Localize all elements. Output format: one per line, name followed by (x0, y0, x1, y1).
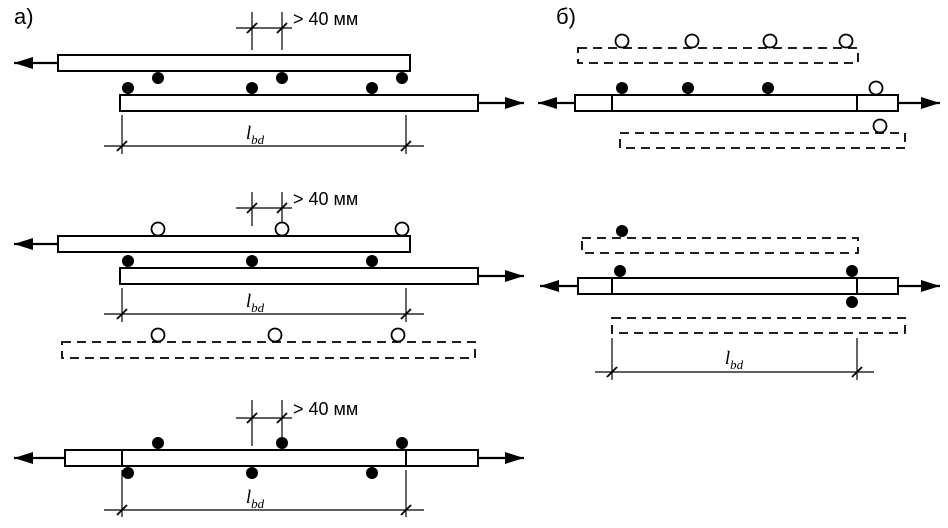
cross-bar-circle (150, 221, 166, 237)
cross-bar-circle (394, 221, 410, 237)
figure-a1-lap-splice: > 40 мм lbd (14, 9, 524, 154)
dimension-tick (116, 308, 128, 320)
cross-bar-dot (246, 82, 258, 94)
figure-b2-mesh-splice: lbd (540, 225, 940, 380)
rebar-bottom (119, 267, 479, 285)
dimension-offset-40mm: > 40 мм (236, 189, 358, 226)
lap-length-subscript: bd (251, 132, 265, 147)
cross-bar-circle (390, 327, 406, 343)
dimension-lap-length: lbd (104, 470, 424, 517)
cross-bar-circle (872, 118, 888, 134)
dimension-tick (246, 202, 258, 214)
offset-dimension-label: > 40 мм (293, 9, 358, 29)
lap-length-subscript: bd (251, 300, 265, 315)
mesh-outline-dashed (619, 132, 906, 149)
cross-bar-circle (684, 33, 700, 49)
cross-bar-dot (276, 72, 288, 84)
lap-length-subscript: bd (251, 496, 265, 511)
cross-bar-circle (838, 33, 854, 49)
cross-bar-dot (276, 437, 288, 449)
lap-length-label: lbd (725, 348, 744, 372)
cross-bar-dot (122, 82, 134, 94)
mesh-outline-dashed (61, 341, 476, 359)
cross-bar-dot (846, 265, 858, 277)
dimension-tick (276, 412, 288, 424)
cross-bar-dot (152, 437, 164, 449)
panel-a-label: а) (14, 4, 34, 29)
rebar-bottom (119, 94, 479, 112)
cross-bar-dot (366, 467, 378, 479)
lap-length-symbol: l (246, 487, 251, 508)
cross-bar-circle (267, 327, 283, 343)
figure-a3-lap-splice: > 40 мм lbd (14, 399, 524, 517)
rebar-top (57, 235, 411, 253)
cross-bar-circle (762, 33, 778, 49)
panel-b-label: б) (556, 4, 576, 29)
dimension-tick (116, 140, 128, 152)
lap-length-symbol: l (725, 348, 730, 369)
offset-dimension-label: > 40 мм (293, 399, 358, 419)
cross-bar-dot (846, 296, 858, 308)
cross-bar-dot (366, 255, 378, 267)
cross-bar-dot (122, 255, 134, 267)
dimension-tick (400, 140, 412, 152)
dimension-tick (276, 22, 288, 34)
dimension-tick (606, 366, 618, 378)
cross-bar-dot (246, 255, 258, 267)
mesh-outline-dashed (577, 47, 859, 64)
dimension-lap-length: lbd (104, 288, 424, 322)
cross-bar-dot (396, 437, 408, 449)
lap-length-symbol: l (246, 291, 251, 312)
dimension-lap-length: lbd (104, 115, 424, 154)
dimension-tick (851, 366, 863, 378)
cross-bar-dot (246, 467, 258, 479)
cross-bar-dot (152, 72, 164, 84)
rebar-strip (574, 94, 899, 112)
cross-bar-circle (868, 80, 884, 96)
cross-bar-dot (614, 265, 626, 277)
dimension-lap-length: lbd (595, 338, 874, 380)
cross-bar-dot (396, 72, 408, 84)
cross-bar-dot (616, 82, 628, 94)
cross-bar-circle (150, 327, 166, 343)
lap-length-symbol: l (246, 123, 251, 144)
cross-bar-dot (366, 82, 378, 94)
offset-dimension-label: > 40 мм (293, 189, 358, 209)
cross-bar-dot (616, 225, 628, 237)
cross-bar-dot (762, 82, 774, 94)
dimension-tick (116, 504, 128, 516)
cross-bar-circle (614, 33, 630, 49)
dimension-offset-40mm: > 40 мм (236, 9, 358, 50)
dimension-tick (400, 504, 412, 516)
dimension-tick (246, 22, 258, 34)
lap-length-label: lbd (246, 123, 265, 147)
cross-bar-circle (274, 221, 290, 237)
figure-a2-lap-splice: > 40 мм lbd (14, 189, 524, 359)
rebar-top (57, 54, 411, 72)
dimension-tick (246, 412, 258, 424)
figure-b1-mesh-splice (538, 33, 940, 149)
lap-length-subscript: bd (730, 357, 744, 372)
rebar-strip (577, 277, 899, 295)
dimension-tick (400, 308, 412, 320)
lap-length-label: lbd (246, 291, 265, 315)
dimension-tick (276, 202, 288, 214)
mesh-outline-dashed (611, 317, 906, 334)
rebar-strip (64, 449, 479, 467)
lap-length-label: lbd (246, 487, 265, 511)
dimension-offset-40mm: > 40 мм (236, 399, 358, 446)
cross-bar-dot (682, 82, 694, 94)
cross-bar-dot (122, 467, 134, 479)
mesh-outline-dashed (581, 237, 859, 254)
